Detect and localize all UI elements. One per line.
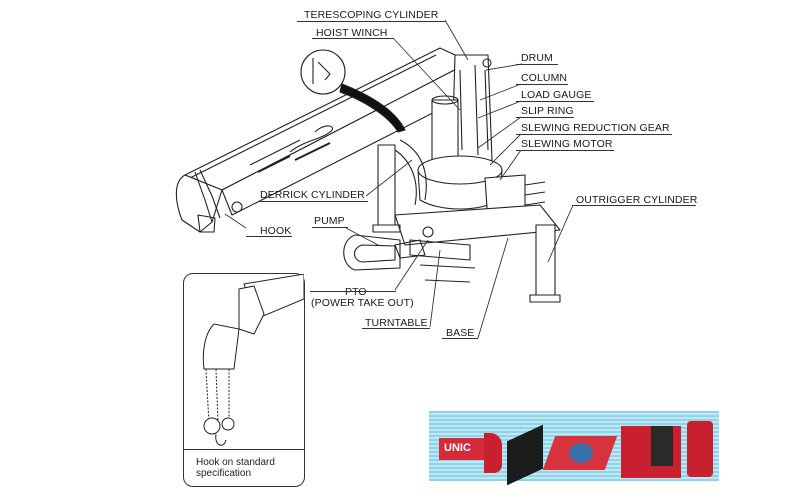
- underline: [516, 101, 594, 102]
- underline: [297, 21, 445, 22]
- underline: [246, 236, 292, 237]
- label-slewing-motor: SLEWING MOTOR: [521, 138, 613, 150]
- unic-crane-hook-part: [484, 433, 502, 473]
- boom-head: [175, 169, 243, 233]
- label-load-gauge: LOAD GAUGE: [521, 89, 592, 101]
- caption-line-1: Hook on standard: [196, 457, 275, 468]
- caption-line-2: specification: [196, 468, 252, 479]
- product-remote-controller: [687, 421, 713, 477]
- label-column: COLUMN: [521, 72, 568, 84]
- label-base: BASE: [446, 327, 475, 339]
- hook-inset-panel: [183, 273, 305, 487]
- underline: [312, 227, 348, 228]
- underline: [516, 64, 558, 65]
- base-frame: [343, 144, 561, 303]
- product-control-dial: [569, 443, 593, 463]
- product-outrigger-pads: [507, 424, 543, 486]
- unic-crane-product: UNIC: [439, 438, 491, 460]
- underline: [442, 338, 478, 339]
- label-terescoping-cylinder: TERESCOPING CYLINDER: [304, 9, 439, 21]
- detail-callout: [300, 49, 406, 133]
- label-drum: DRUM: [521, 52, 553, 64]
- underline: [516, 117, 574, 118]
- underline: [362, 328, 430, 329]
- underline: [516, 150, 614, 151]
- label-pump: PUMP: [314, 215, 345, 227]
- underline: [516, 84, 568, 85]
- label-pto-description: (POWER TAKE OUT): [311, 297, 414, 309]
- label-slewing-reduction-gear: SLEWING REDUCTION GEAR: [521, 122, 670, 134]
- label-pto: PTO: [345, 286, 367, 298]
- underline: [572, 205, 696, 206]
- leader-lines: [224, 19, 574, 339]
- inset-divider: [184, 449, 304, 450]
- underline: [312, 38, 394, 39]
- unic-logo: UNIC: [444, 442, 471, 454]
- underline: [258, 201, 368, 202]
- underline: [310, 291, 396, 292]
- label-hook: HOOK: [260, 225, 292, 237]
- label-derrick-cylinder: DERRICK CYLINDER: [260, 189, 365, 201]
- hook-inset-drawing: [202, 274, 304, 446]
- product-control-panel: [651, 426, 673, 466]
- hook-inset-caption: Hook on standard specification: [196, 457, 296, 479]
- column: [431, 54, 493, 176]
- label-turntable: TURNTABLE: [365, 317, 428, 329]
- label-outrigger-cylinder: OUTRIGGER CYLINDER: [576, 194, 698, 206]
- label-hoist-winch: HOIST WINCH: [316, 27, 388, 39]
- product-banner: UNIC: [429, 411, 719, 486]
- label-slip-ring: SLIP RING: [521, 105, 574, 117]
- underline: [516, 134, 672, 135]
